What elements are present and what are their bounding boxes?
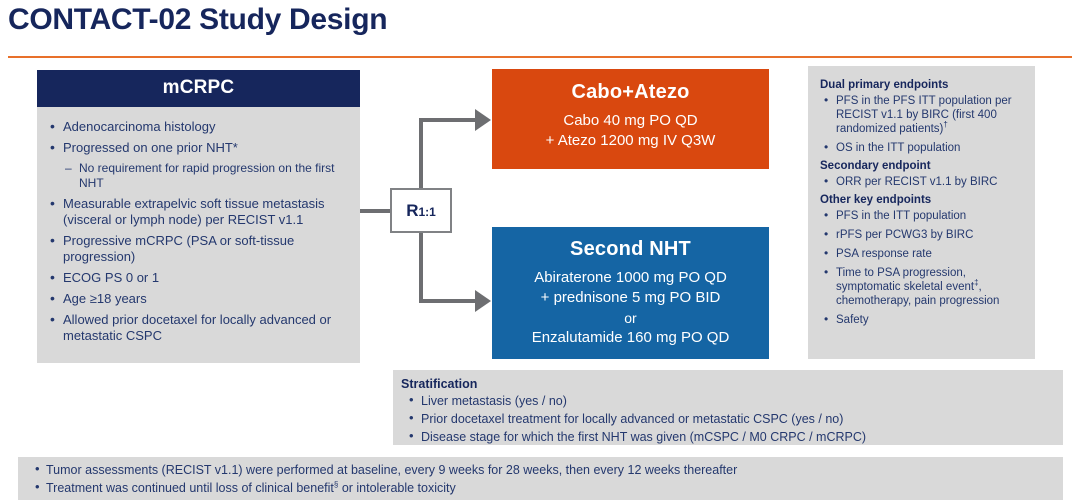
eligibility-panel: mCRPC Adenocarcinoma histology Progresse… (37, 70, 360, 363)
arm-title: Cabo+Atezo (571, 81, 690, 103)
connector-line-upper-vertical (419, 118, 423, 190)
stratification-item: Disease stage for which the first NHT wa… (401, 428, 1063, 445)
stratification-item: Liver metastasis (yes / no) (401, 392, 1063, 409)
eligibility-criteria-body: Adenocarcinoma histology Progressed on o… (37, 107, 360, 363)
randomization-ratio: 1:1 (418, 205, 436, 219)
footer-notes-list: Tumor assessments (RECIST v1.1) were per… (28, 461, 1063, 496)
endpoint-group-heading: Secondary endpoint (820, 160, 931, 172)
connector-line-into-randomization (360, 209, 391, 213)
arm-regimen-line: Enzalutamide 160 mg PO QD (531, 329, 730, 346)
endpoint-group-list: PFS in the PFS ITT population per RECIST… (820, 93, 1027, 155)
criteria-item: Measurable extrapelvic soft tissue metas… (47, 195, 350, 228)
stratification-list: Liver metastasis (yes / no) Prior doceta… (401, 392, 1063, 445)
arrowhead-to-cabo-atezo-icon (475, 109, 491, 131)
connector-line-lower-horizontal (419, 299, 477, 303)
endpoint-group-list: PFS in the ITT population rPFS per PCWG3… (820, 208, 1027, 327)
connector-line-lower-vertical (419, 231, 423, 303)
endpoint-group-heading: Other key endpoints (820, 194, 932, 206)
arm-regimen-line: Cabo 40 mg PO QD (563, 112, 698, 129)
endpoint-item: Safety (820, 312, 1027, 327)
criteria-item: Progressed on one prior NHT* (47, 139, 350, 156)
endpoint-item: ORR per RECIST v1.1 by BIRC (820, 174, 1027, 189)
endpoint-item: OS in the ITT population (820, 140, 1027, 155)
arm-regimen-line: + prednisone 5 mg PO BID (540, 289, 721, 306)
page-title: CONTACT-02 Study Design (8, 3, 388, 36)
footer-note-item: Treatment was continued until loss of cl… (28, 479, 1063, 496)
endpoints-panel: Dual primary endpoints PFS in the PFS IT… (808, 66, 1035, 359)
endpoint-group-list: ORR per RECIST v1.1 by BIRC (820, 174, 1027, 189)
footer-notes-panel: Tumor assessments (RECIST v1.1) were per… (18, 457, 1063, 500)
footer-note-item: Tumor assessments (RECIST v1.1) were per… (28, 461, 1063, 478)
criteria-item: Age ≥18 years (47, 290, 350, 307)
criteria-item: ECOG PS 0 or 1 (47, 269, 350, 286)
connector-line-upper-horizontal (419, 118, 477, 122)
randomization-label: R1:1 (406, 202, 436, 219)
arm-title: Second NHT (570, 238, 691, 260)
arrowhead-to-second-nht-icon (475, 290, 491, 312)
criteria-item: Adenocarcinoma histology (47, 118, 350, 135)
treatment-arm-cabo-atezo: Cabo+Atezo Cabo 40 mg PO QD + Atezo 1200… (492, 69, 769, 169)
arm-regimen-line: Abiraterone 1000 mg PO QD (534, 269, 727, 286)
arm-regimen-separator: or (624, 310, 637, 326)
title-divider-rule (8, 56, 1072, 58)
endpoint-item: PFS in the ITT population (820, 208, 1027, 223)
eligibility-criteria-list: Adenocarcinoma histology Progressed on o… (47, 118, 350, 344)
stratification-heading: Stratification (401, 377, 478, 391)
criteria-subitem: No requirement for rapid progression on … (47, 161, 350, 191)
treatment-arm-second-nht: Second NHT Abiraterone 1000 mg PO QD + p… (492, 227, 769, 359)
endpoint-item: PSA response rate (820, 246, 1027, 261)
arm-regimen-line: + Atezo 1200 mg IV Q3W (545, 132, 716, 149)
endpoint-item: PFS in the PFS ITT population per RECIST… (820, 93, 1027, 136)
randomization-letter: R (406, 201, 419, 220)
criteria-item: Progressive mCRPC (PSA or soft-tissue pr… (47, 232, 350, 265)
stratification-item: Prior docetaxel treatment for locally ad… (401, 410, 1063, 427)
population-header: mCRPC (37, 70, 360, 107)
endpoint-item: rPFS per PCWG3 by BIRC (820, 227, 1027, 242)
randomization-box: R1:1 (390, 188, 452, 233)
stratification-panel: Stratification Liver metastasis (yes / n… (393, 370, 1063, 445)
criteria-item: Allowed prior docetaxel for locally adva… (47, 311, 350, 344)
endpoint-item: Time to PSA progression, symptomatic ske… (820, 265, 1027, 308)
endpoint-group-heading: Dual primary endpoints (820, 79, 949, 91)
